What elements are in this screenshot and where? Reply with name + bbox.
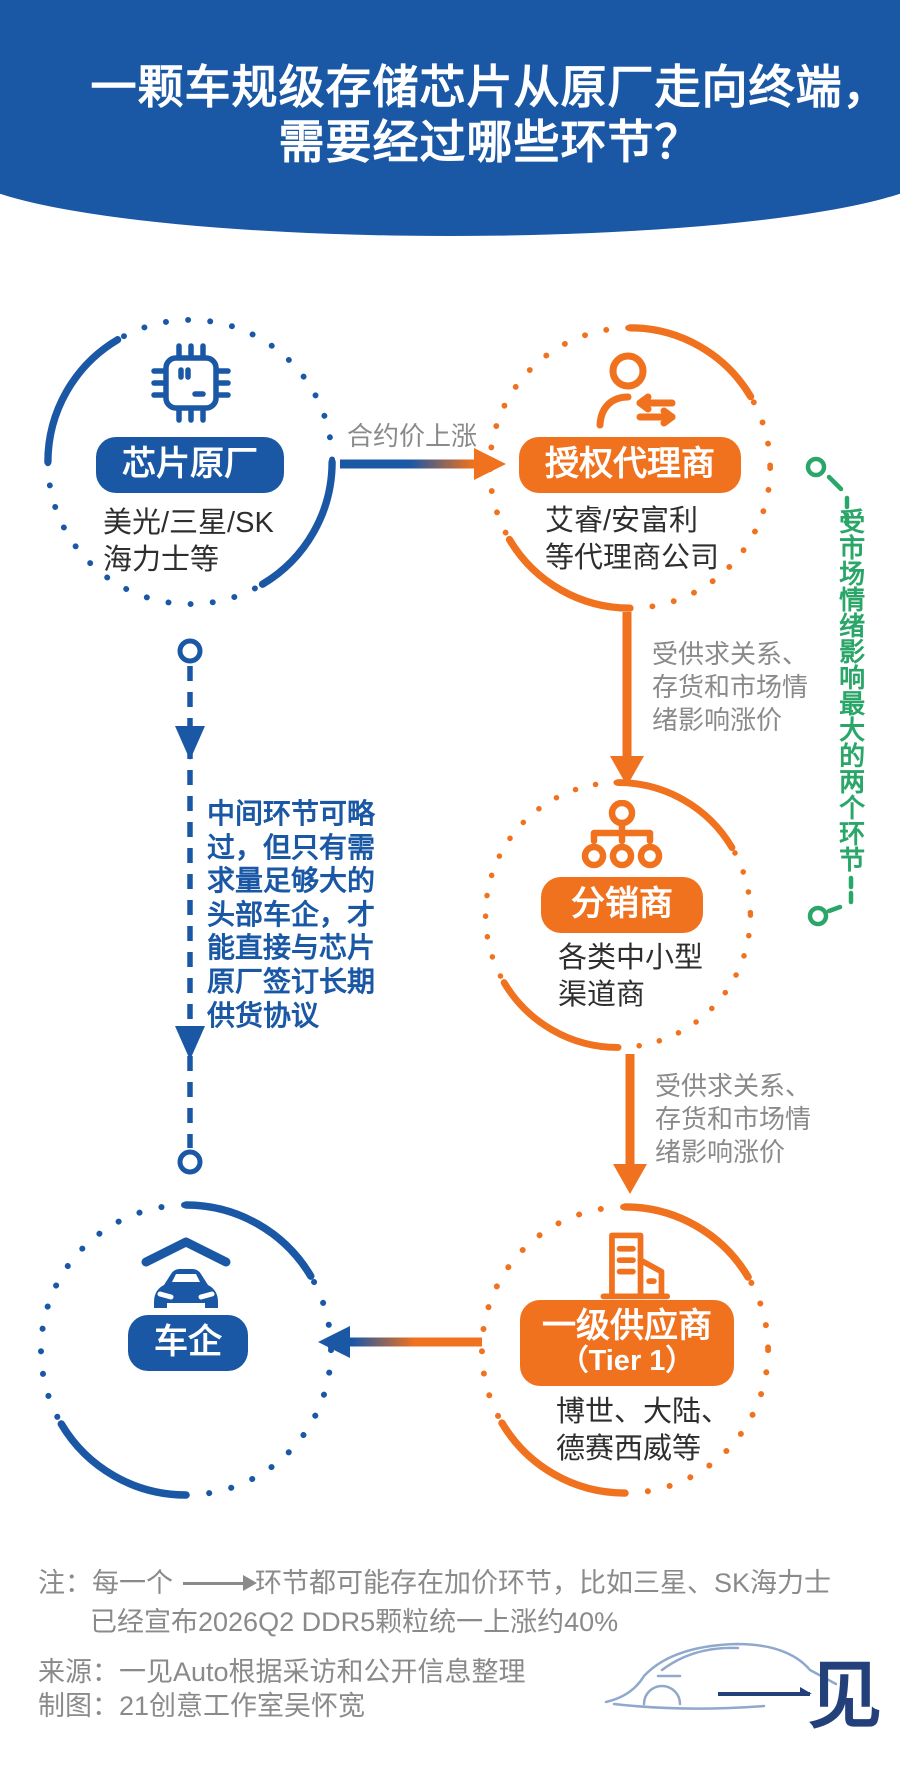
page-title-line1: 一颗车规级存储芯片从原厂走向终端， [90, 61, 890, 113]
bypass-note: 中间环节可略 过，但只有需 求量足够大的 头部车企，才 能直接与芯片 原厂签订长… [207, 798, 376, 1031]
arrow-distributor-to-tier1 [613, 1054, 647, 1194]
credit-line: 制图：21创意工作室吴怀宽 [38, 1691, 366, 1721]
chip-icon [151, 343, 231, 423]
node-tier1 [477, 1202, 773, 1498]
oem-badge: 车企 [128, 1315, 248, 1371]
chip-maker-badge: 芯片原厂 [96, 437, 284, 493]
logo-dash-icon [718, 1687, 812, 1696]
arrow-agent-to-distributor [610, 612, 644, 786]
brand-logo: 见 [600, 1618, 890, 1748]
building-icon [600, 1232, 671, 1300]
dashed-bypass-line [175, 638, 205, 1175]
edge-label-contract-price: 合约价上涨 [347, 421, 478, 451]
chip-maker-label: 芯片原厂 [122, 445, 258, 484]
car-sketch-icon [604, 1642, 838, 1710]
tier1-badge: 一级供应商 （Tier 1） [520, 1300, 734, 1386]
distributor-label: 分销商 [571, 885, 673, 924]
distributor-badge: 分销商 [541, 877, 703, 933]
arrow-tier1-to-oem [318, 1326, 482, 1358]
header-banner [0, 0, 900, 236]
tier1-ring [478, 1203, 772, 1497]
header-title-block: 一颗车规级存储芯片从原厂走向终端， 需要经过哪些环节？ [40, 0, 900, 170]
node-agent [485, 323, 775, 613]
source-line: 来源：一见Auto根据采访和公开信息整理 [38, 1657, 526, 1687]
distributor-ring [482, 779, 754, 1051]
agent-ring [486, 324, 774, 612]
edge-label-supply2: 受供求关系、 存货和市场情 绪影响涨价 [655, 1071, 812, 1168]
footer-note: 注：每一个 环节都可能存在加价环节，比如三星、SK海力士 已经宣布2026Q2 … [38, 1566, 858, 1639]
note-suffix: 环节都可能存在加价环节，比如三星、SK海力士 [255, 1568, 832, 1598]
chip-maker-ring [44, 316, 336, 608]
tier1-label: 一级供应商 [542, 1306, 712, 1345]
node-oem [36, 1200, 336, 1500]
oem-label: 车企 [154, 1323, 222, 1362]
logo-character: 见 [808, 1656, 882, 1738]
market-sentiment-annotation: 受市场情绪影响最大的两个环节 [835, 508, 866, 872]
oem-ring [37, 1201, 335, 1499]
agent-label: 授权代理商 [545, 445, 715, 484]
agent-sublabel: 艾睿/安富利 等代理商公司 [545, 505, 720, 575]
agent-icon [596, 352, 676, 429]
network-icon [581, 800, 663, 869]
agent-badge: 授权代理商 [519, 437, 741, 493]
tier1-label-en: （Tier 1） [559, 1345, 695, 1378]
node-chip-maker [43, 315, 337, 609]
page-title-line2: 需要经过哪些环节？ [278, 116, 702, 169]
note-line2: 已经宣布2026Q2 DDR5颗粒统一上涨约40% [90, 1607, 619, 1638]
distributor-sublabel: 各类中小型 渠道商 [558, 942, 704, 1012]
tier1-sublabel: 博世、大陆、 德赛西威等 [556, 1396, 731, 1466]
note-prefix: 注：每一个 [38, 1568, 173, 1598]
node-distributor [481, 778, 755, 1052]
edge-label-supply1: 受供求关系、 存货和市场情 绪影响涨价 [652, 639, 809, 736]
note-arrow-icon [183, 1574, 257, 1591]
chip-maker-sublabel: 美光/三星/SK 海力士等 [103, 507, 274, 577]
car-icon [141, 1237, 231, 1308]
